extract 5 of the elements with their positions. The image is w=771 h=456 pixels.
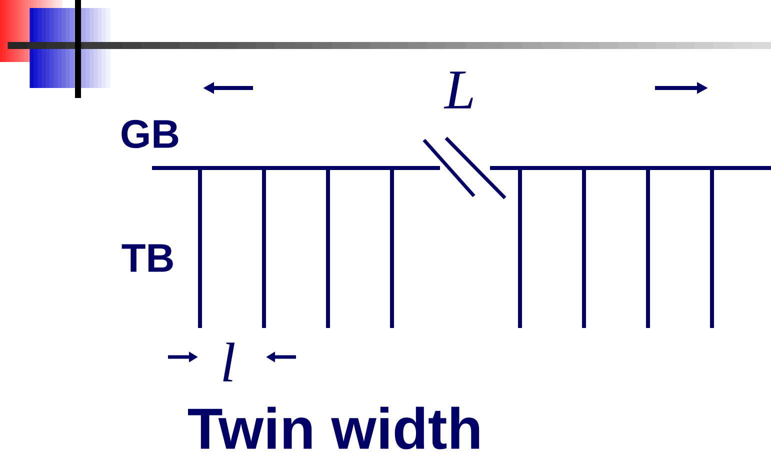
- caption: Twin width: [188, 406, 480, 450]
- length-label: L: [444, 72, 473, 108]
- boundary-label: TB: [122, 244, 173, 272]
- boundary-label: GB: [122, 120, 178, 148]
- length-label: l: [223, 342, 235, 382]
